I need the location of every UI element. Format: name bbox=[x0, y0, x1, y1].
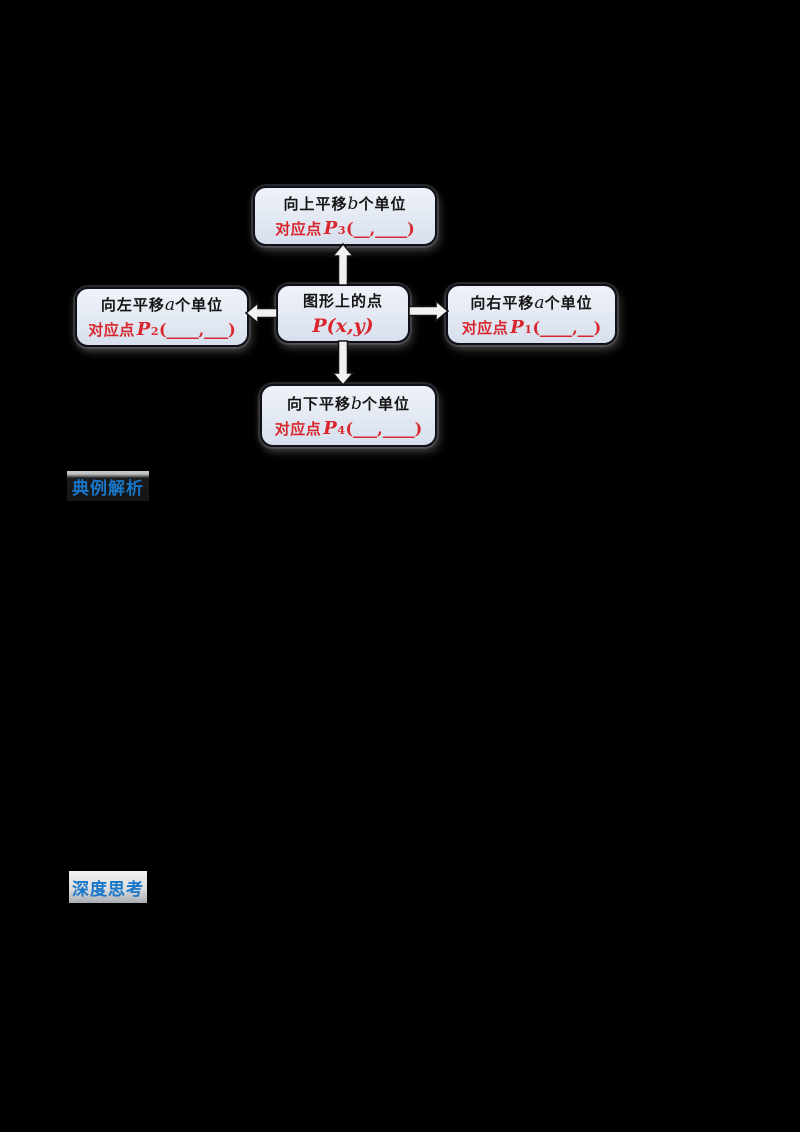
answer-blanks: (____,___) bbox=[159, 320, 236, 339]
section-heading-typical-examples: 典例解析 bbox=[67, 471, 149, 501]
variable-b: b bbox=[351, 393, 362, 414]
rule-text: 个单位 bbox=[175, 297, 224, 314]
arrow-right-icon bbox=[408, 300, 449, 322]
arrow-down-icon bbox=[332, 340, 354, 386]
rule-text: 向右平移 bbox=[470, 294, 535, 312]
point-symbol: P bbox=[510, 316, 525, 338]
rule-text: 向左平移 bbox=[100, 297, 165, 314]
section-heading-deep-thinking: 深度思考 bbox=[69, 871, 147, 903]
rule-text: 个单位 bbox=[358, 196, 407, 213]
point-symbol: P bbox=[312, 315, 327, 337]
translate-left-rule: 向左平移a个单位 bbox=[101, 294, 223, 315]
answer-blanks: (___,____) bbox=[345, 418, 423, 438]
point-symbol: P bbox=[136, 319, 151, 340]
arrow-left-icon bbox=[245, 302, 278, 324]
point-symbol: P bbox=[323, 417, 338, 439]
section-heading-label: 深度思考 bbox=[72, 879, 144, 899]
answer-label: 对应点 bbox=[88, 322, 135, 339]
point-symbol: P bbox=[323, 218, 338, 239]
box-center-point: 图形上的点 P(x,y) bbox=[276, 284, 410, 343]
translate-right-rule: 向右平移a个单位 bbox=[470, 292, 592, 313]
translate-down-rule: 向下平移b个单位 bbox=[287, 393, 410, 414]
point-subscript: 1 bbox=[524, 322, 533, 336]
variable-b: b bbox=[347, 194, 359, 214]
section-heading-label: 典例解析 bbox=[72, 478, 144, 498]
center-point-formula: P(x,y) bbox=[312, 315, 373, 337]
rule-text: 向下平移 bbox=[287, 395, 352, 413]
point-subscript: 4 bbox=[337, 423, 346, 437]
answer-blanks: (____,__) bbox=[532, 317, 602, 337]
variable-a: a bbox=[164, 295, 176, 315]
variable-a: a bbox=[534, 292, 545, 313]
rule-text: 向上平移 bbox=[283, 196, 348, 213]
point-subscript: 3 bbox=[337, 224, 346, 237]
answer-label: 对应点 bbox=[461, 319, 509, 337]
translate-up-rule: 向上平移b个单位 bbox=[284, 193, 407, 214]
center-point-label: 图形上的点 bbox=[302, 293, 383, 310]
arrow-up-icon bbox=[332, 243, 354, 286]
answer-label: 对应点 bbox=[274, 420, 322, 438]
answer-label: 对应点 bbox=[275, 221, 322, 238]
answer-blanks: (__,____) bbox=[346, 219, 415, 238]
rule-text: 个单位 bbox=[361, 395, 410, 413]
point-subscript: 2 bbox=[150, 325, 159, 338]
point-coordinates: (x,y) bbox=[326, 315, 374, 337]
rule-text: 个单位 bbox=[544, 294, 593, 312]
